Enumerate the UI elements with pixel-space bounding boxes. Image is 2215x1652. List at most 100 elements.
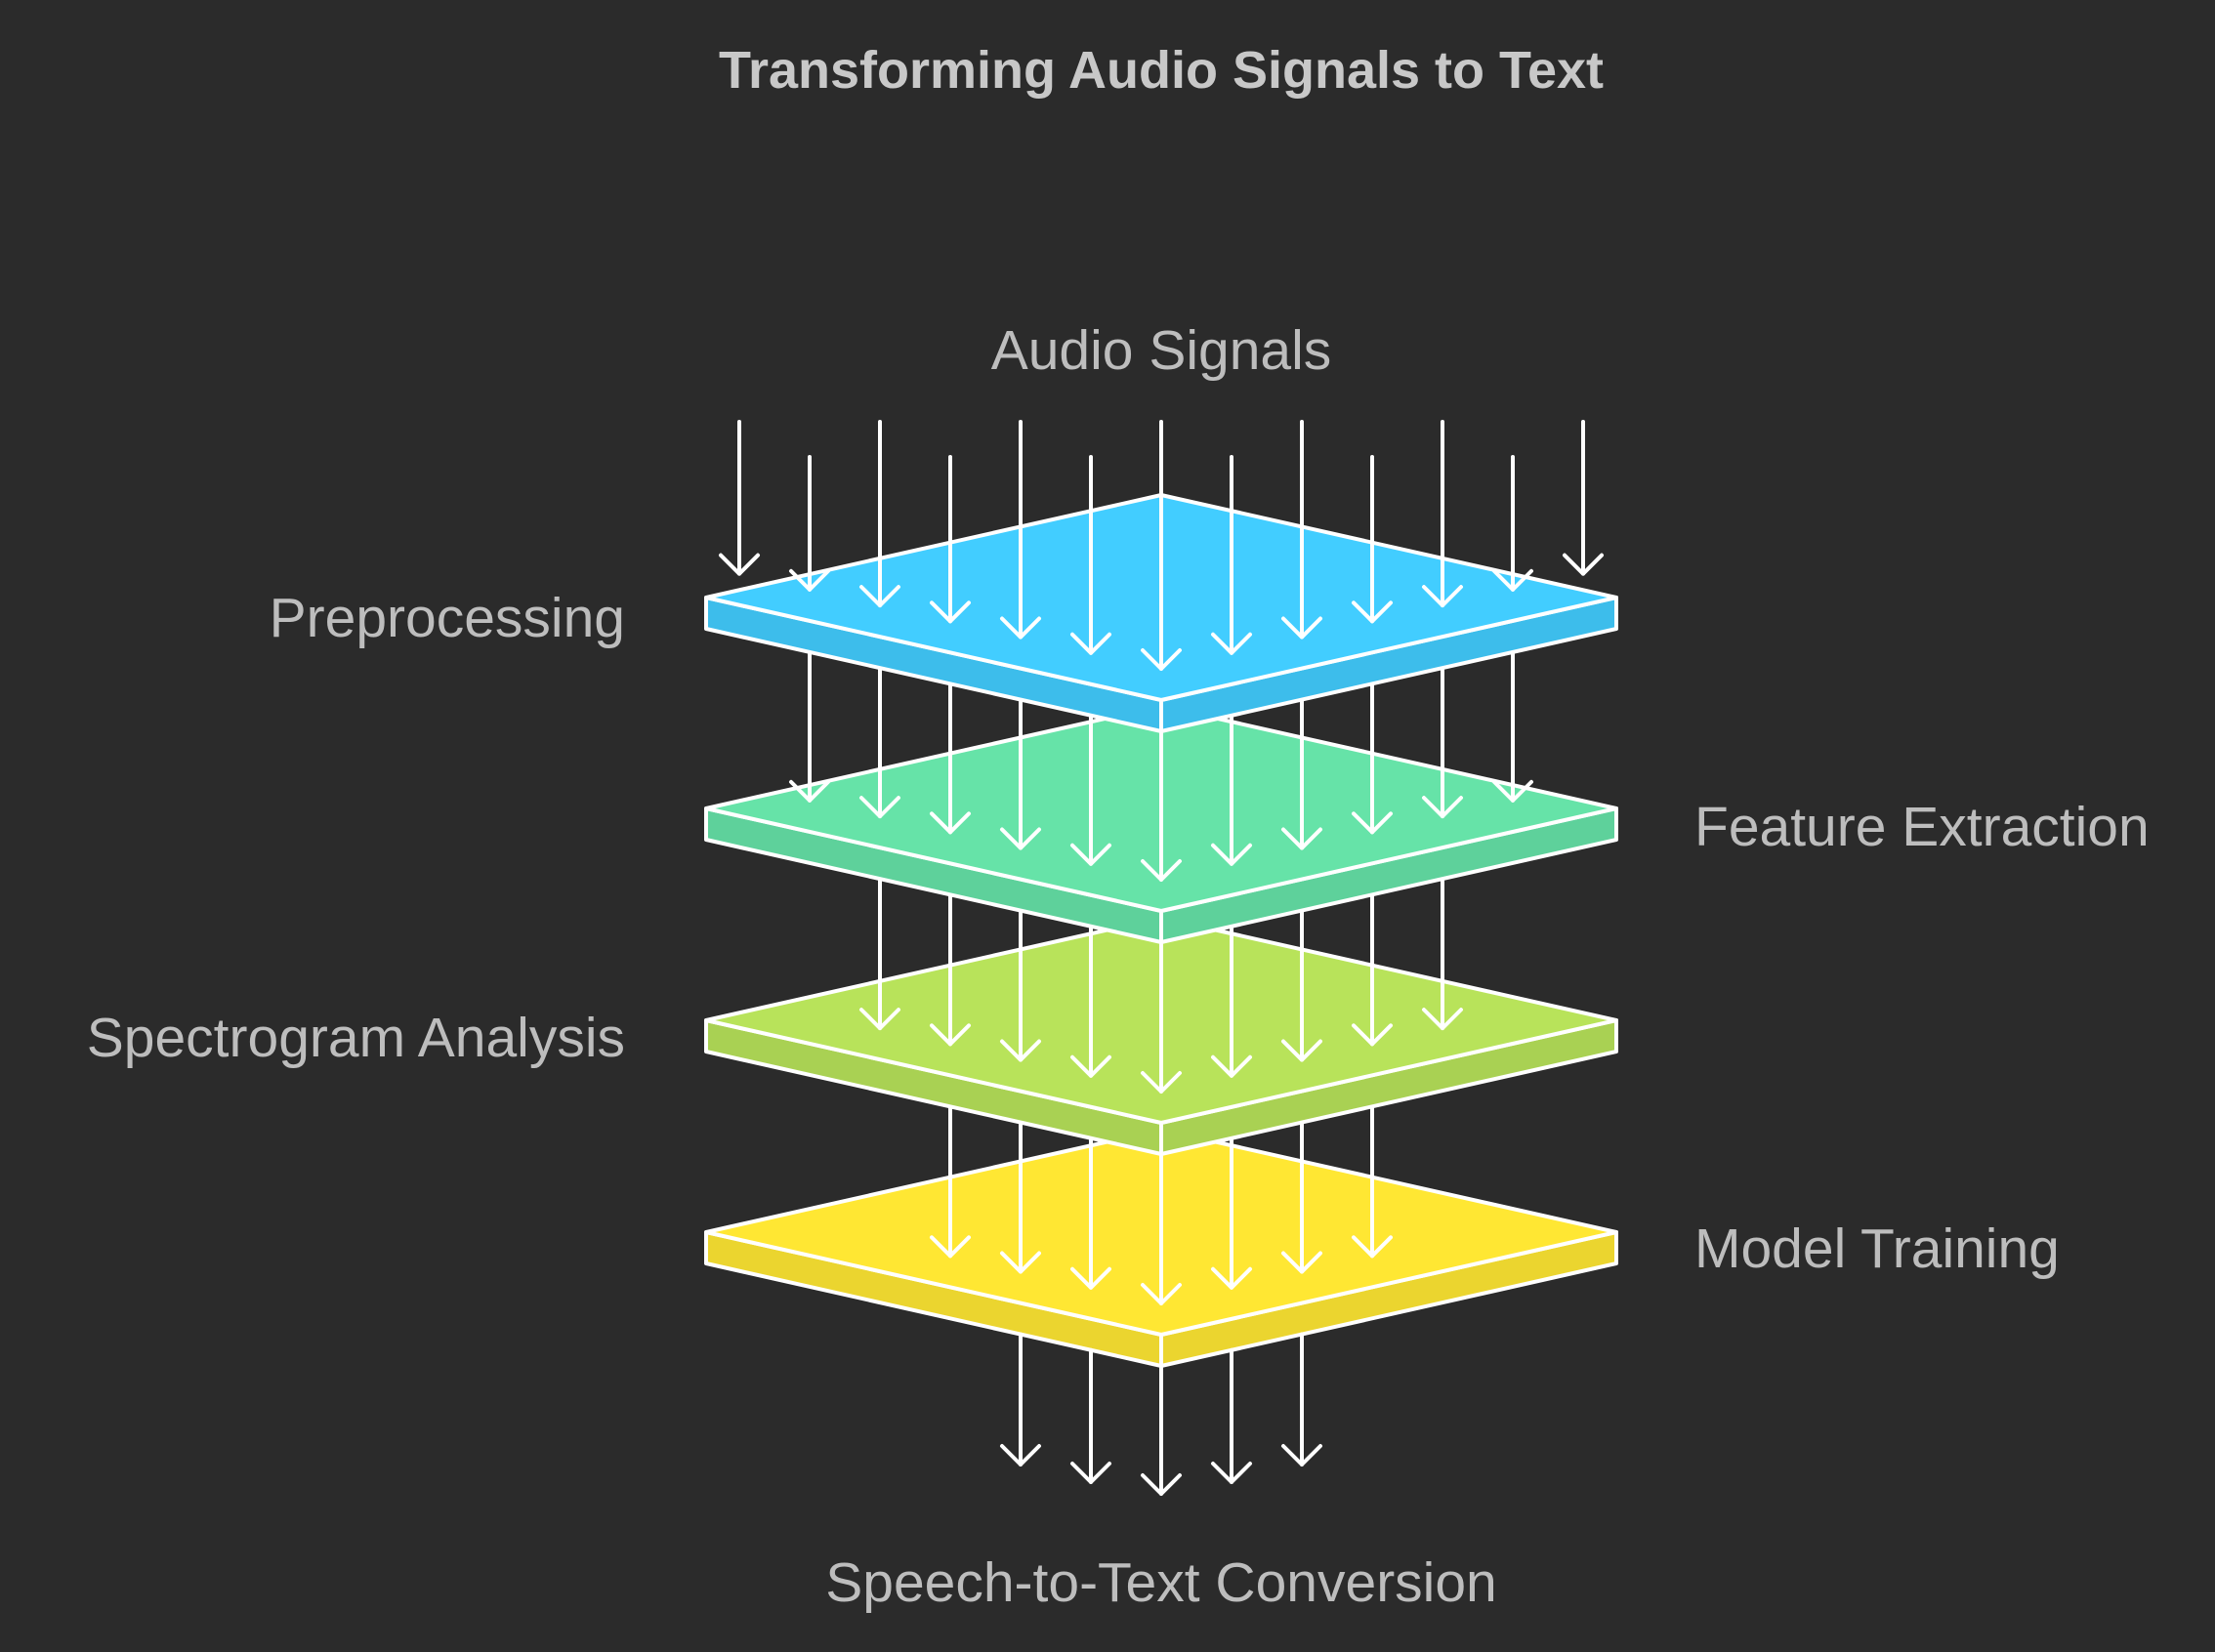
flow-arrow-into-feature-extraction bbox=[1141, 729, 1182, 882]
arrow-head bbox=[930, 600, 971, 624]
diagram-title: Transforming Audio Signals to Text bbox=[719, 41, 1604, 100]
flow-arrow-into-preprocessing bbox=[1563, 420, 1604, 576]
flow-arrow-output bbox=[1281, 1332, 1322, 1466]
arrow-head bbox=[789, 779, 830, 803]
arrow-head bbox=[859, 585, 900, 608]
flow-arrow-into-spectrogram-analysis bbox=[859, 877, 900, 1031]
arrow-head bbox=[1000, 1444, 1041, 1466]
flow-arrow-into-preprocessing bbox=[1000, 420, 1041, 640]
layer-label-model-training: Model Training bbox=[1694, 1218, 2060, 1280]
arrow-head bbox=[1000, 1039, 1041, 1062]
arrow-head bbox=[1070, 1462, 1111, 1484]
arrow-head bbox=[1281, 827, 1322, 850]
arrow-head bbox=[1422, 796, 1463, 819]
arrow-head bbox=[1563, 553, 1604, 576]
arrow-head bbox=[930, 1235, 971, 1259]
arrow-head bbox=[1211, 1462, 1252, 1484]
arrow-head bbox=[1070, 1054, 1111, 1078]
arrow-head bbox=[1281, 616, 1322, 640]
flow-arrow-into-model-training bbox=[1352, 1104, 1393, 1259]
flow-arrow-into-feature-extraction bbox=[789, 649, 830, 803]
flow-arrow-into-feature-extraction bbox=[1211, 713, 1252, 866]
flow-arrow-into-model-training bbox=[1281, 1120, 1322, 1274]
arrow-head bbox=[1211, 843, 1252, 866]
flow-arrow-into-preprocessing bbox=[1281, 420, 1322, 640]
flow-arrow-into-model-training bbox=[1211, 1136, 1252, 1290]
flow-arrow-into-feature-extraction bbox=[1422, 666, 1463, 819]
arrow-head bbox=[1281, 1039, 1322, 1062]
flow-arrow-into-preprocessing bbox=[1492, 455, 1533, 592]
input-label: Audio Signals bbox=[991, 319, 1332, 382]
flow-arrow-into-spectrogram-analysis bbox=[1352, 892, 1393, 1047]
arrow-head bbox=[1141, 1071, 1182, 1094]
layer-label-spectrogram-analysis: Spectrogram Analysis bbox=[87, 1007, 625, 1069]
flow-arrow-into-preprocessing bbox=[789, 455, 830, 592]
flow-arrow-into-spectrogram-analysis bbox=[1141, 940, 1182, 1094]
flow-arrow-into-feature-extraction bbox=[1352, 681, 1393, 835]
arrow-head bbox=[1000, 827, 1041, 850]
layers-group bbox=[704, 420, 1618, 1496]
flow-arrow-into-feature-extraction bbox=[1000, 697, 1041, 850]
arrow-head bbox=[1352, 811, 1393, 835]
flow-arrow-into-preprocessing bbox=[719, 420, 760, 576]
flow-arrow-into-feature-extraction bbox=[1492, 649, 1533, 803]
arrow-head bbox=[719, 553, 760, 576]
arrow-head bbox=[1422, 585, 1463, 608]
arrow-head bbox=[1211, 1054, 1252, 1078]
arrow-head bbox=[1211, 1266, 1252, 1290]
flow-arrow-into-model-training bbox=[1070, 1136, 1111, 1290]
arrow-head bbox=[1492, 568, 1533, 592]
arrow-head bbox=[930, 1023, 971, 1047]
arrow-head bbox=[1211, 632, 1252, 655]
flow-arrow-into-preprocessing bbox=[930, 455, 971, 624]
arrow-head bbox=[1141, 648, 1182, 671]
arrow-head bbox=[1000, 1251, 1041, 1274]
flow-arrow-into-feature-extraction bbox=[1070, 713, 1111, 866]
flow-arrow-output bbox=[1211, 1347, 1252, 1484]
flow-arrow-into-spectrogram-analysis bbox=[1000, 908, 1041, 1062]
arrow-head bbox=[1141, 1473, 1182, 1496]
flow-arrow-into-preprocessing bbox=[1422, 420, 1463, 608]
layer-label-feature-extraction: Feature Extraction bbox=[1694, 796, 2150, 858]
flow-arrow-into-preprocessing bbox=[1070, 455, 1111, 655]
flow-arrow-output bbox=[1070, 1347, 1111, 1484]
flow-arrow-into-feature-extraction bbox=[1281, 697, 1322, 850]
arrow-head bbox=[930, 811, 971, 835]
flow-arrow-into-spectrogram-analysis bbox=[1422, 877, 1463, 1031]
arrow-head bbox=[1281, 1251, 1322, 1274]
flow-arrow-output bbox=[1000, 1332, 1041, 1466]
arrow-head bbox=[789, 568, 830, 592]
arrow-head bbox=[1070, 843, 1111, 866]
flow-arrow-into-spectrogram-analysis bbox=[1211, 924, 1252, 1078]
flow-arrow-into-preprocessing bbox=[859, 420, 900, 608]
flow-arrow-into-preprocessing bbox=[1141, 420, 1182, 671]
flow-arrow-into-model-training bbox=[1141, 1152, 1182, 1305]
arrow-head bbox=[1352, 600, 1393, 624]
flow-arrow-into-feature-extraction bbox=[859, 666, 900, 819]
flow-arrow-into-spectrogram-analysis bbox=[930, 892, 971, 1047]
arrow-head bbox=[1281, 1444, 1322, 1466]
flow-arrow-into-spectrogram-analysis bbox=[1281, 908, 1322, 1062]
arrow-head bbox=[1141, 859, 1182, 882]
layer-label-preprocessing: Preprocessing bbox=[270, 587, 625, 649]
arrow-head bbox=[859, 796, 900, 819]
flow-arrow-into-preprocessing bbox=[1211, 455, 1252, 655]
flow-arrow-into-model-training bbox=[930, 1104, 971, 1259]
arrow-head bbox=[1492, 779, 1533, 803]
arrow-head bbox=[1352, 1235, 1393, 1259]
arrow-head bbox=[1070, 1266, 1111, 1290]
flow-arrow-output bbox=[1141, 1364, 1182, 1496]
arrow-head bbox=[1070, 632, 1111, 655]
flow-arrow-into-preprocessing bbox=[1352, 455, 1393, 624]
arrow-head bbox=[1352, 1023, 1393, 1047]
arrow-head bbox=[859, 1008, 900, 1031]
arrow-head bbox=[1422, 1008, 1463, 1031]
flow-arrow-into-model-training bbox=[1000, 1120, 1041, 1274]
arrow-head bbox=[1141, 1283, 1182, 1305]
flow-arrow-into-spectrogram-analysis bbox=[1070, 924, 1111, 1078]
arrow-head bbox=[1000, 616, 1041, 640]
output-label: Speech-to-Text Conversion bbox=[825, 1551, 1497, 1614]
flow-arrow-into-feature-extraction bbox=[930, 681, 971, 835]
